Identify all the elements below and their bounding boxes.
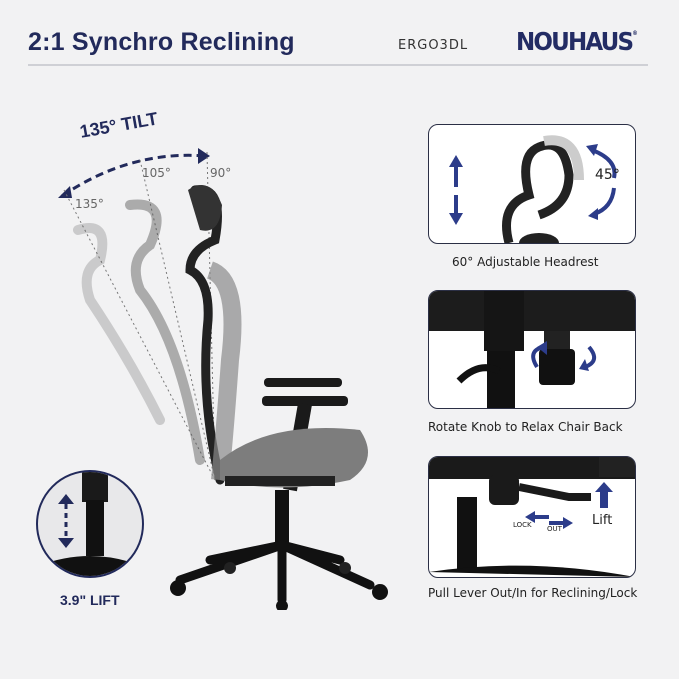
left-arrow-icon <box>525 511 549 523</box>
gas-lift-callout <box>36 470 144 578</box>
right-arrow-icon <box>549 517 573 529</box>
chair-illustration <box>73 185 388 610</box>
lift-label: 3.9" LIFT <box>60 592 120 608</box>
angle-label-135: 135° <box>75 197 104 211</box>
angle-label-90: 90° <box>210 166 232 180</box>
angle-label-105: 105° <box>142 166 171 180</box>
feature-panel-lever: LOCK OUT Lift <box>428 456 636 578</box>
rotate-knob-arrows-icon <box>531 341 597 371</box>
feature-panel-knob <box>428 290 636 409</box>
feature-caption-knob: Rotate Knob to Relax Chair Back <box>428 420 623 434</box>
feature-caption-headrest: 60° Adjustable Headrest <box>452 255 599 269</box>
page-title: 2:1 Synchro Reclining <box>28 28 295 56</box>
feature-panel-headrest: 45° <box>428 124 636 244</box>
brand-name: NOUHAUS <box>516 27 634 56</box>
headrest-angle-label: 45° <box>595 167 620 183</box>
lift-annotation: Lift <box>592 513 613 528</box>
feature-caption-lever: Pull Lever Out/In for Reclining/Lock <box>428 586 638 600</box>
brand-logo: NOUHAUS® <box>516 27 638 56</box>
header-divider <box>28 64 648 66</box>
double-arrow-vertical-icon <box>58 494 74 548</box>
out-label: OUT <box>547 525 562 533</box>
model-name: ERGO3DL <box>398 38 469 53</box>
lock-label: LOCK <box>513 521 532 529</box>
rotate-arc-arrows-icon <box>586 144 617 220</box>
up-arrow-icon <box>595 482 613 508</box>
registered-mark: ® <box>632 30 638 37</box>
up-down-arrows-icon <box>449 155 463 225</box>
